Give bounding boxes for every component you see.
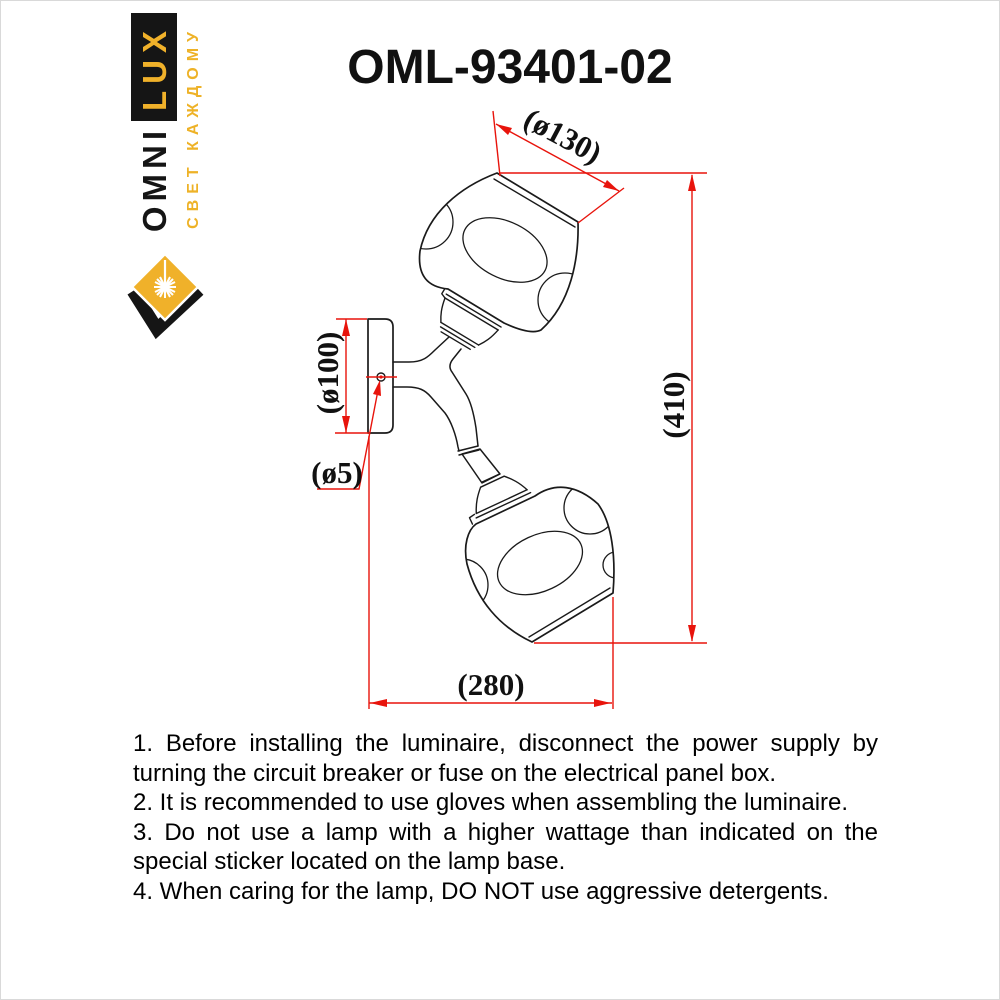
dim-mount-hole	[317, 375, 397, 490]
top-shade-rim	[493, 178, 576, 228]
label-mount-hole-diameter: (ø5)	[311, 455, 363, 490]
dim-shade-diameter	[492, 110, 625, 224]
diamond-spark-icon	[127, 252, 204, 340]
label-overall-height: (410)	[656, 371, 691, 438]
top-socket	[439, 287, 502, 351]
instruction-item-1: 1. Before installing the luminaire, disc…	[133, 730, 878, 787]
bottom-shade-pattern	[465, 487, 614, 612]
starburst-icon	[154, 260, 176, 298]
dim-base-diameter	[335, 318, 370, 434]
lamp-arm	[392, 336, 501, 484]
dim-overall-height	[500, 172, 707, 644]
instruction-item-3: 3. Do not use a lamp with a higher watta…	[133, 818, 878, 876]
instruction-item-2: 2. It is recommended to use gloves when …	[133, 789, 849, 816]
dim-overall-width	[368, 436, 614, 709]
top-shade	[418, 172, 579, 333]
label-overall-width: (280)	[457, 667, 524, 702]
installation-instructions: 1. Before installing the luminaire, disc…	[133, 729, 878, 906]
chevron-shape	[127, 285, 204, 340]
page-title: OML-93401-02	[347, 41, 673, 94]
dimension-lines	[317, 110, 707, 709]
arm-stem	[461, 448, 501, 484]
bottom-shade-rim	[528, 587, 611, 638]
instruction-item-4: 4. When caring for the lamp, DO NOT use …	[133, 877, 829, 905]
lux-logo-box: LUX	[131, 13, 177, 121]
bottom-shade	[464, 486, 615, 643]
bottom-socket	[468, 473, 532, 525]
label-base-diameter: (ø100)	[310, 332, 345, 415]
